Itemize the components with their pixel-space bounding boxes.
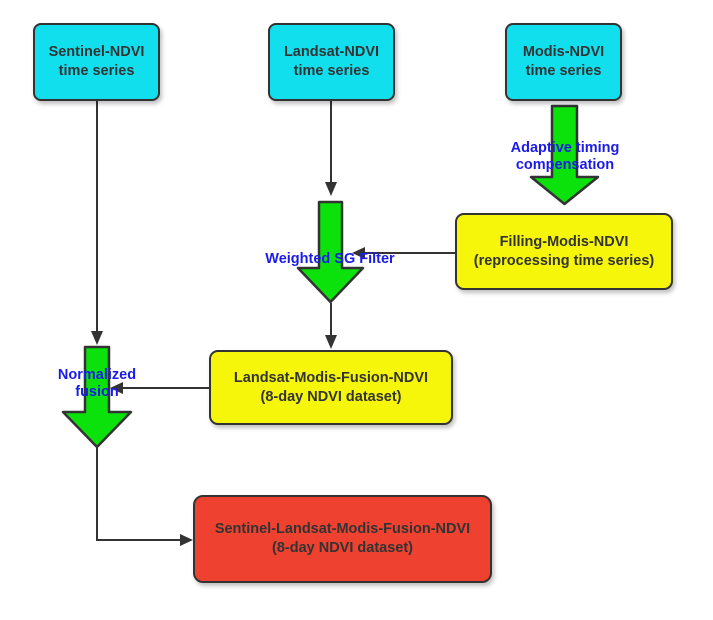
arrowhead-sgfilter-to-fusion <box>325 335 337 349</box>
process-label-line: fusion <box>75 383 119 400</box>
node-label: time series <box>293 63 370 79</box>
arrowhead-fusion-to-normalized <box>110 382 123 394</box>
node-label: (reprocessing time series) <box>473 252 655 269</box>
process-label-normalized-fusion: Normalized fusion <box>37 367 157 400</box>
node-label: time series <box>525 63 602 79</box>
node-label: (8-day NDVI dataset) <box>260 388 402 405</box>
arrowhead-filling-to-sgfilter <box>352 247 365 259</box>
node-label: time series <box>58 63 135 79</box>
node-sentinel-landsat-modis-fusion-ndvi: Sentinel-Landsat-Modis-Fusion-NDVI (8-da… <box>193 495 492 583</box>
node-sentinel-ndvi: Sentinel-NDVI time series <box>33 23 160 101</box>
node-label: Filling-Modis-NDVI <box>499 233 629 250</box>
node-label: Sentinel-Landsat-Modis-Fusion-NDVI <box>214 521 471 538</box>
connector-normalized-to-final <box>96 448 181 541</box>
process-label-line: Weighted SG Filter <box>265 251 395 267</box>
node-landsat-ndvi: Landsat-NDVI time series <box>268 23 395 101</box>
arrowhead-normalized-to-final <box>180 534 193 546</box>
node-label: (8-day NDVI dataset) <box>271 540 413 556</box>
process-label-line: compensation <box>515 156 615 173</box>
node-label: Landsat-Modis-Fusion-NDVI <box>233 369 429 386</box>
arrowhead-sentinel-down <box>91 331 103 345</box>
process-label-line: Adaptive timing <box>510 140 620 156</box>
node-filling-modis-ndvi: Filling-Modis-NDVI (reprocessing time se… <box>455 213 673 290</box>
block-arrow-weighted-sg <box>296 200 365 304</box>
process-label-line: Normalized <box>57 367 137 383</box>
node-label: Landsat-NDVI <box>283 44 380 61</box>
node-landsat-modis-fusion-ndvi: Landsat-Modis-Fusion-NDVI (8-day NDVI da… <box>209 350 453 425</box>
block-arrow-normalized-fusion <box>61 345 133 449</box>
arrowhead-landsat-down <box>325 182 337 196</box>
node-modis-ndvi: Modis-NDVI time series <box>505 23 622 101</box>
node-label: Sentinel-NDVI <box>48 44 145 61</box>
node-label: Modis-NDVI <box>522 44 605 61</box>
block-arrow-adaptive-timing <box>529 104 600 206</box>
process-label-weighted-sg-filter: Weighted SG Filter <box>250 251 410 268</box>
process-label-adaptive-timing: Adaptive timing compensation <box>495 140 635 173</box>
